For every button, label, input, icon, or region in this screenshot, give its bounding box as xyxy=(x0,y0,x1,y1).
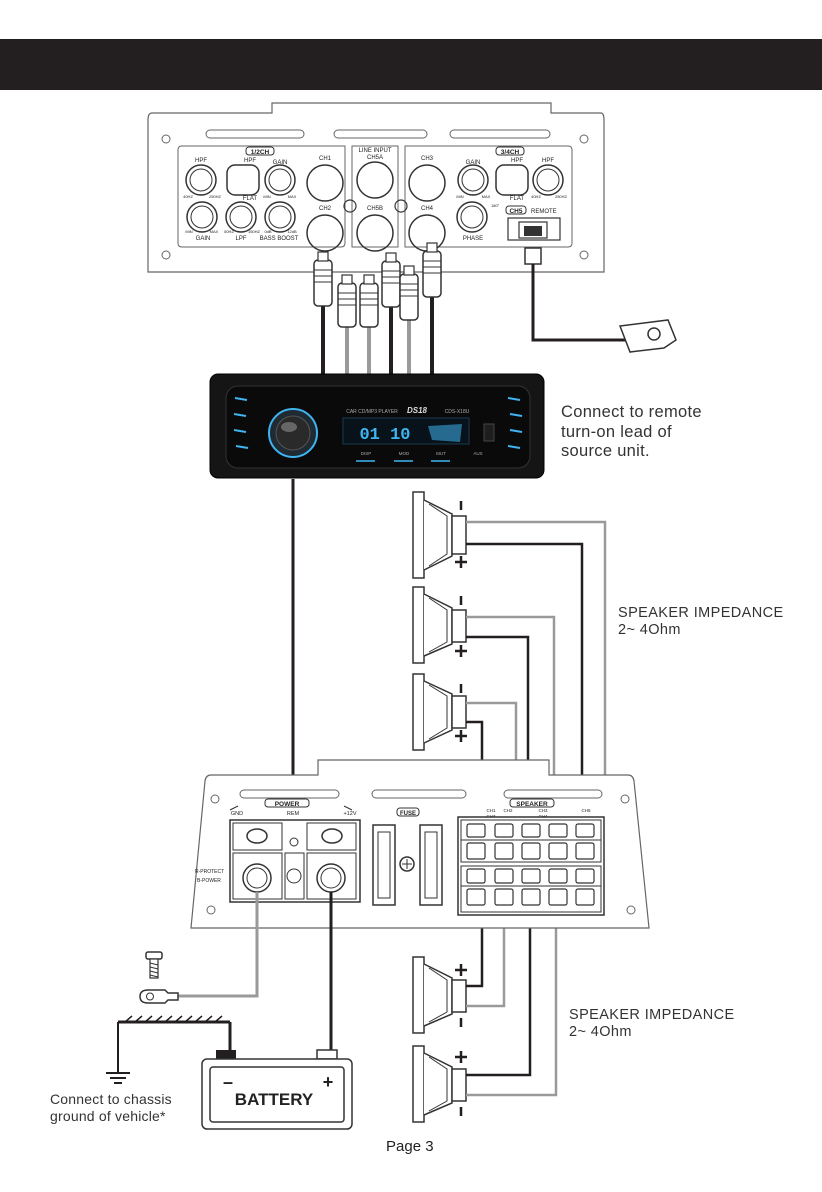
speaker-top-1 xyxy=(412,491,467,579)
led-protect: R-PROTECT xyxy=(195,869,224,875)
svg-text:12dB: 12dB xyxy=(287,229,297,234)
svg-text:HPF: HPF xyxy=(542,158,554,164)
svg-text:MIN: MIN xyxy=(185,229,192,234)
svg-text:CH3: CH3 xyxy=(421,156,434,162)
knob-gain-left[interactable] xyxy=(264,164,296,196)
label-ch5: CH5 xyxy=(509,208,522,215)
btn-aux[interactable]: AUX xyxy=(473,451,482,456)
svg-text:GAIN: GAIN xyxy=(273,160,288,166)
svg-text:CH4: CH4 xyxy=(421,206,434,212)
svg-text:FLAT: FLAT xyxy=(510,196,525,202)
svg-text:HPF: HPF xyxy=(195,158,207,164)
display-readout: 01 10 xyxy=(359,426,410,445)
chassis-ground-note: Connect to chassis ground of vehicle* xyxy=(50,1091,172,1124)
svg-text:0dB: 0dB xyxy=(264,229,271,234)
svg-text:CH5: CH5 xyxy=(581,808,590,813)
svg-text:PHASE: PHASE xyxy=(463,236,483,242)
battery-plus: + xyxy=(323,1072,334,1092)
amp-top-panel: 1/2CH 3/4CH HPF 40HZ 250HZ HPF FLAT GAIN… xyxy=(147,102,605,273)
led-power: B-POWER xyxy=(197,878,221,884)
speaker-top-3 xyxy=(412,673,467,751)
svg-text:LINE INPUT: LINE INPUT xyxy=(358,148,391,154)
speaker-bottom-1 xyxy=(412,956,467,1034)
svg-text:CH2: CH2 xyxy=(319,206,332,212)
speaker-impedance-note-bottom: SPEAKER IMPEDANCE 2~ 4Ohm xyxy=(569,1007,735,1040)
knob-hpf-left[interactable] xyxy=(185,164,217,196)
svg-text:+12V: +12V xyxy=(344,811,357,817)
polarity-marks xyxy=(455,501,467,1116)
knob-phase[interactable] xyxy=(456,201,488,233)
svg-text:CH5B: CH5B xyxy=(367,206,383,212)
svg-text:40HZ: 40HZ xyxy=(531,194,541,199)
btn-mod[interactable]: MOD xyxy=(399,451,410,456)
svg-text:CH1: CH1 xyxy=(319,156,332,162)
battery: – + BATTERY xyxy=(201,1049,353,1130)
svg-text:MIN: MIN xyxy=(456,194,463,199)
remote-wire xyxy=(524,247,677,353)
page-number: Page 3 xyxy=(386,1138,434,1155)
knob-bass-boost[interactable] xyxy=(264,201,296,233)
head-unit-brand: DS18 xyxy=(407,406,428,415)
knob-lpf-left[interactable] xyxy=(225,201,257,233)
svg-text:MAX: MAX xyxy=(288,194,297,199)
battery-minus: – xyxy=(223,1072,233,1092)
svg-text:250HZ: 250HZ xyxy=(209,194,222,199)
svg-text:GAIN: GAIN xyxy=(196,236,211,242)
svg-text:BASS BOOST: BASS BOOST xyxy=(260,236,299,242)
label-ch12: 1/2CH xyxy=(251,149,270,156)
svg-text:MAX: MAX xyxy=(482,194,491,199)
ground-wire xyxy=(139,892,259,1004)
svg-text:LPF: LPF xyxy=(235,236,246,242)
head-unit-model-text: CAR CD/MP3 PLAYER xyxy=(346,409,398,415)
knob-hpf-right[interactable] xyxy=(532,164,564,196)
svg-text:150HZ: 150HZ xyxy=(248,229,261,234)
head-unit: CAR CD/MP3 PLAYER DS18 CDS-X18U 01 10 DI… xyxy=(209,373,545,479)
amp-bottom-panel: POWER GND REM +12V R-PROTECT B-POWER FUS… xyxy=(190,759,650,929)
switch-hpf-left[interactable] xyxy=(226,164,260,196)
svg-text:FLAT: FLAT xyxy=(243,196,258,202)
btn-mut[interactable]: MUT xyxy=(436,451,446,456)
speaker-bottom-2 xyxy=(412,1045,467,1123)
svg-text:CH2: CH2 xyxy=(503,808,512,813)
battery-label: BATTERY xyxy=(235,1090,314,1109)
screw-icon xyxy=(145,951,163,979)
svg-text:CH5A: CH5A xyxy=(367,155,383,161)
svg-text:180°: 180° xyxy=(491,203,500,208)
knob-gain-left-2[interactable] xyxy=(186,201,218,233)
remote-note: Connect to remote turn-on lead of source… xyxy=(561,403,702,460)
speaker-impedance-note-top: SPEAKER IMPEDANCE 2~ 4Ohm xyxy=(618,605,784,638)
label-power: POWER xyxy=(275,801,300,808)
label-fuse: FUSE xyxy=(400,811,416,817)
chassis-ground-icon xyxy=(106,1015,232,1084)
btn-disp[interactable]: DISP xyxy=(361,451,372,456)
svg-text:MAX: MAX xyxy=(210,229,219,234)
svg-text:REM: REM xyxy=(287,811,300,817)
svg-text:250HZ: 250HZ xyxy=(555,194,568,199)
knob-gain-right[interactable] xyxy=(457,164,489,196)
svg-text:CH3: CH3 xyxy=(538,808,547,813)
head-unit-model-no: CDS-X18U xyxy=(445,409,470,415)
rca-cables xyxy=(313,242,442,375)
svg-text:CH1: CH1 xyxy=(486,808,495,813)
header-bar xyxy=(0,39,822,90)
volume-knob[interactable] xyxy=(268,408,318,458)
svg-text:REMOTE: REMOTE xyxy=(531,209,557,215)
svg-text:GND: GND xyxy=(231,811,243,817)
label-ch34: 3/4CH xyxy=(501,149,520,156)
svg-text:HPF: HPF xyxy=(511,158,523,164)
svg-text:50HZ: 50HZ xyxy=(224,229,234,234)
label-speaker: SPEAKER xyxy=(516,801,548,808)
svg-text:40HZ: 40HZ xyxy=(183,194,193,199)
speaker-top-2 xyxy=(412,586,467,664)
switch-hpf-right[interactable] xyxy=(495,164,529,196)
svg-text:MIN: MIN xyxy=(263,194,270,199)
svg-text:HPF: HPF xyxy=(244,158,256,164)
svg-text:GAIN: GAIN xyxy=(466,160,481,166)
